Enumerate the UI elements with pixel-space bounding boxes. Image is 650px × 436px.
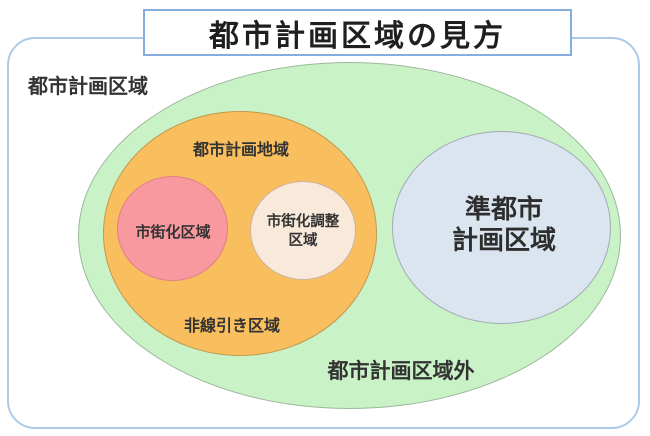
title-box: 都市計画区域の見方 [143, 9, 572, 56]
label-urbanization-control-line2: 区域 [288, 233, 318, 249]
label-urbanization-area: 市街化区域 [135, 224, 211, 241]
urbanization-promotion-circle [117, 176, 228, 281]
label-quasi-city-planning-area: 準都市 計画区域 [452, 194, 556, 256]
page-title: 都市計画区域の見方 [209, 19, 506, 53]
label-quasi-city-planning-line1: 準都市 [464, 194, 544, 224]
label-outside-city-planning-area: 都市計画区域外 [327, 360, 475, 383]
label-quasi-city-planning-line2: 計画区域 [451, 225, 557, 255]
label-urbanization-control-line1: 市街化調整 [266, 214, 340, 230]
label-city-planning-region: 都市計画地域 [192, 142, 290, 159]
quasi-city-planning-circle [392, 131, 611, 324]
urbanization-control-circle [250, 181, 356, 280]
label-undelineated-area: 非線引き区域 [183, 318, 281, 335]
label-urbanization-control-area: 市街化調整 区域 [267, 213, 340, 251]
label-city-planning-area: 都市計画区域 [28, 76, 148, 98]
